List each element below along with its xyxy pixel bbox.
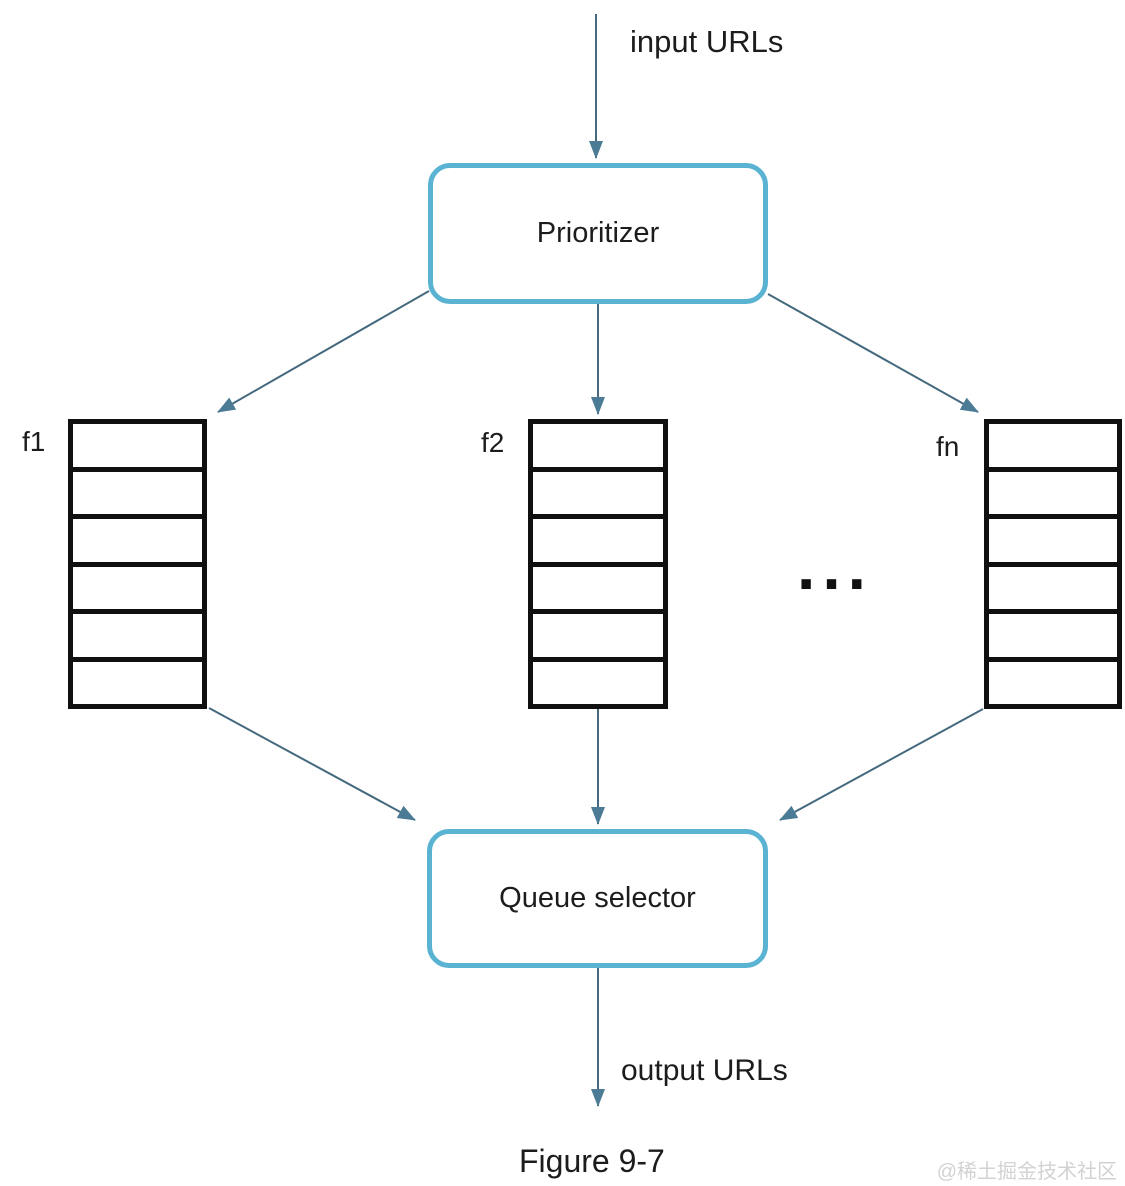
input-urls-label: input URLs	[630, 24, 784, 59]
queue-fn-label: fn	[936, 431, 960, 462]
queue-cell	[73, 614, 202, 662]
queue-f1	[68, 419, 207, 709]
queue-cell	[533, 566, 663, 614]
figure-caption: Figure 9-7	[519, 1143, 665, 1179]
queue-cell	[73, 519, 202, 567]
arrow-prioritizer-to-f1	[217, 290, 430, 413]
queue-cell	[73, 566, 202, 614]
queue-cell	[989, 566, 1117, 614]
queue-cell	[533, 471, 663, 519]
queue-cell	[73, 424, 202, 472]
queue-cell	[533, 661, 663, 704]
queue-fn	[984, 419, 1122, 709]
queue-f2-label: f2	[481, 427, 505, 458]
queue-cell	[533, 614, 663, 662]
queue-selector-label: Queue selector	[499, 882, 696, 914]
queue-cell	[533, 519, 663, 567]
arrow-fn-to-selector	[779, 708, 984, 821]
queue-cell	[989, 424, 1117, 472]
output-urls-label: output URLs	[621, 1054, 788, 1087]
queue-cell	[989, 614, 1117, 662]
queue-cell	[73, 471, 202, 519]
arrow-prioritizer-to-fn	[767, 293, 979, 413]
prioritizer-label: Prioritizer	[536, 217, 660, 249]
watermark: @稀土掘金技术社区	[936, 1161, 1117, 1183]
queue-f2	[528, 419, 668, 709]
queue-cell	[73, 661, 202, 704]
queue-f1-label: f1	[22, 426, 46, 457]
ellipsis: ...	[797, 529, 874, 603]
queue-cell	[533, 424, 663, 472]
queue-selector-box: Queue selector	[427, 829, 768, 968]
prioritizer-box: Prioritizer	[428, 163, 768, 304]
queue-cell	[989, 471, 1117, 519]
arrow-f1-to-selector	[208, 707, 416, 821]
queue-cell	[989, 519, 1117, 567]
queue-cell	[989, 661, 1117, 704]
